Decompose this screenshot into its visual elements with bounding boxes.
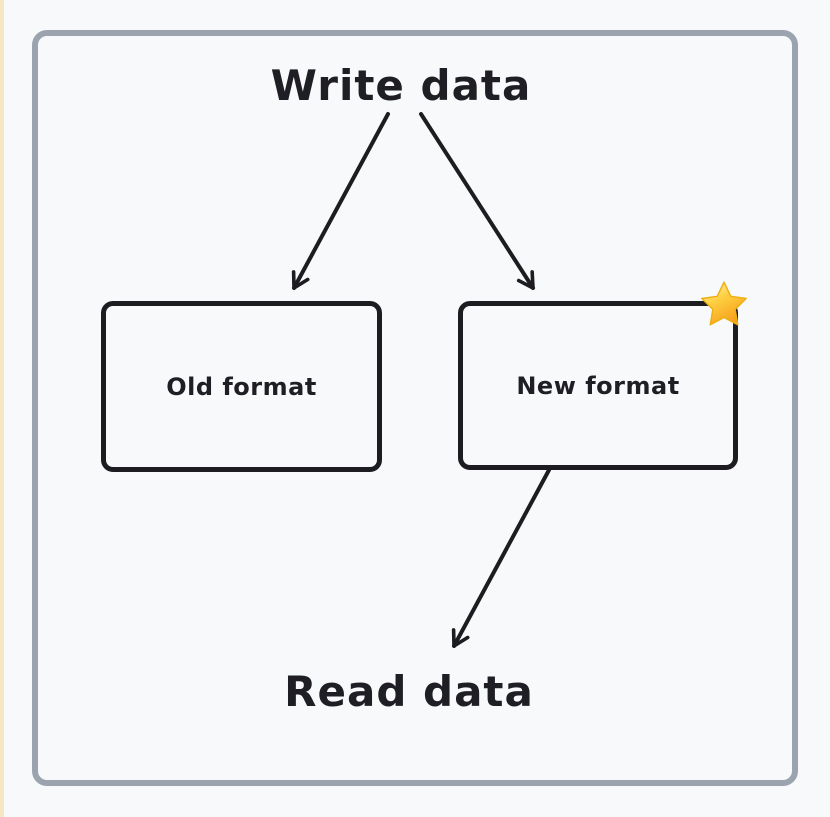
node-new-format-label: New format <box>516 371 680 400</box>
left-edge-strip <box>0 0 4 817</box>
diagram-frame <box>32 30 798 786</box>
label-read-data: Read data <box>284 667 534 716</box>
node-new-format: New format <box>458 301 738 470</box>
node-old-format-label: Old format <box>166 372 317 401</box>
node-old-format: Old format <box>101 301 382 472</box>
star-icon <box>701 281 747 326</box>
label-write-data: Write data <box>270 61 532 110</box>
